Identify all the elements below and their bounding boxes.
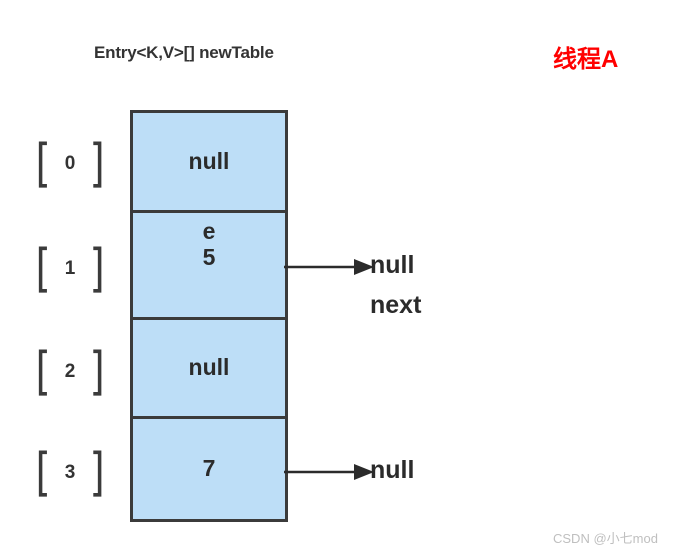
bracket-right-icon: ] (89, 342, 105, 402)
pointer-target-bucket-3: null (370, 456, 415, 484)
array-index-label: 2 (64, 361, 76, 382)
bucket-cell-1-value: 5 (202, 243, 216, 270)
bucket-cell-1-entry-name: e (202, 218, 216, 244)
array-index-label: 0 (64, 153, 76, 174)
bucket-cell-1: e 5 (133, 213, 285, 320)
newtable-array: null e 5 null 7 (130, 110, 288, 522)
bracket-right-icon: ] (89, 134, 105, 194)
bucket-cell-3: 7 (133, 419, 285, 519)
bracket-left-icon: [ (35, 342, 51, 402)
pointer-target-bucket-1: null (370, 251, 415, 279)
array-index-label: 1 (64, 258, 76, 279)
bracket-right-icon: ] (89, 443, 105, 503)
array-index-2: [ 2 ] (18, 342, 122, 402)
pointer-arrow-from-bucket-1 (284, 259, 374, 275)
array-index-1: [ 1 ] (18, 239, 122, 299)
array-index-3: [ 3 ] (18, 443, 122, 503)
bucket-cell-2: null (133, 320, 285, 419)
array-index-label: 3 (64, 462, 76, 483)
bracket-right-icon: ] (89, 239, 105, 299)
bucket-cell-0-value: null (188, 147, 230, 174)
pointer-next-label-bucket-1: next (370, 291, 422, 319)
bracket-left-icon: [ (35, 239, 51, 299)
bucket-cell-2-value: null (188, 354, 230, 381)
bracket-left-icon: [ (35, 134, 51, 194)
bucket-cell-3-value: 7 (202, 455, 216, 482)
bracket-left-icon: [ (35, 443, 51, 503)
bucket-cell-0: null (133, 113, 285, 213)
thread-label: 线程A (553, 46, 619, 73)
watermark: CSDN @小七mod (553, 531, 658, 546)
page-title: Entry<K,V>[] newTable (94, 43, 274, 62)
array-index-0: [ 0 ] (18, 134, 122, 194)
pointer-arrow-from-bucket-3 (284, 464, 374, 480)
